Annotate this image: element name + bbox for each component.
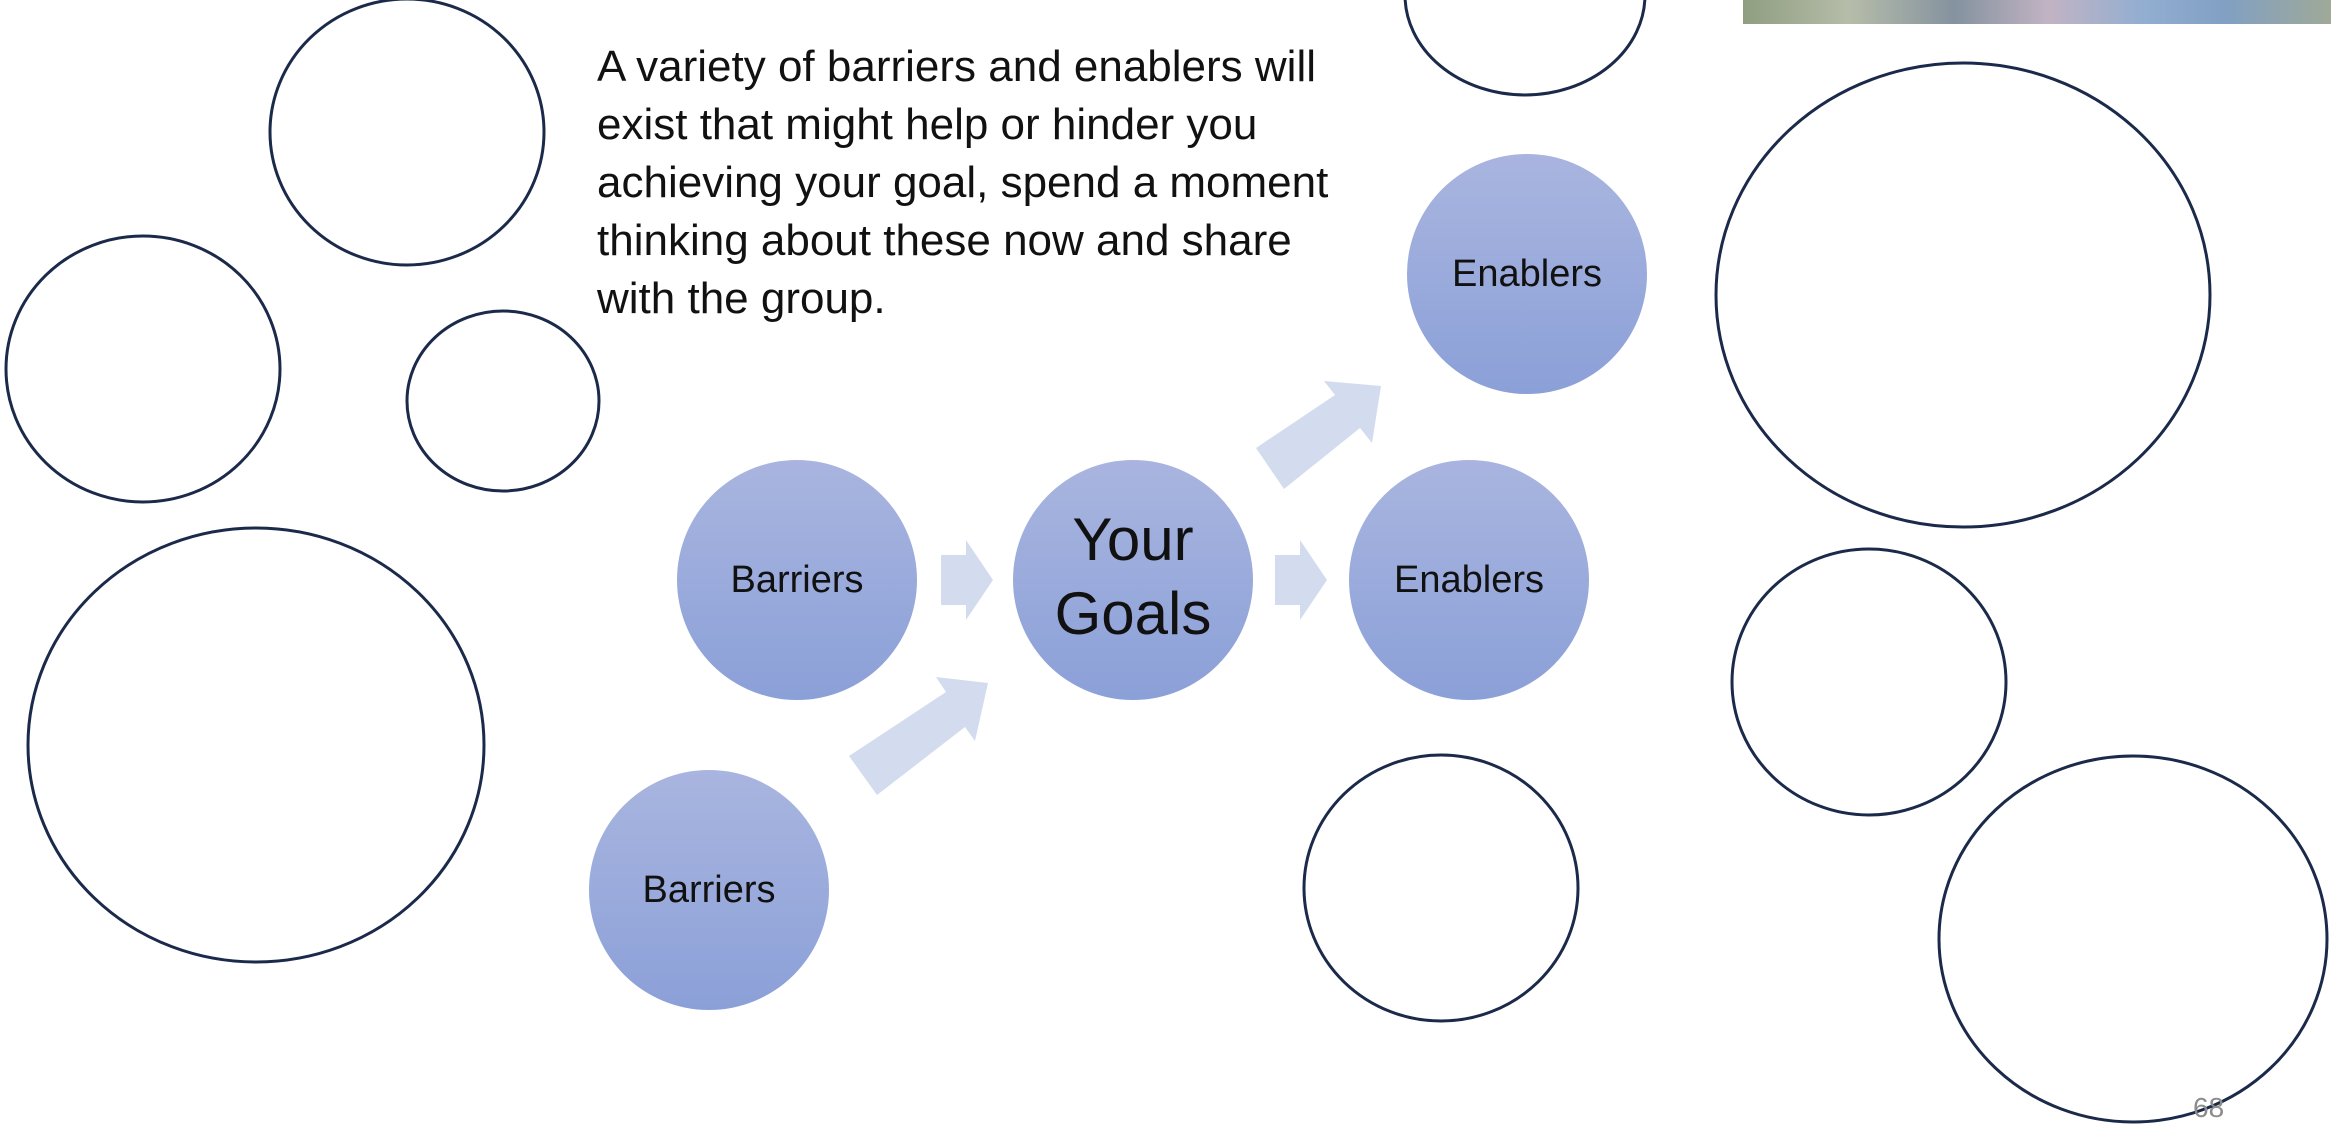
arrow-right-icon	[941, 540, 993, 620]
blank-circle	[268, 0, 546, 267]
barriers-label: Barriers	[642, 869, 775, 911]
arrow-diagonal-icon	[849, 677, 988, 795]
blank-circle	[1403, 0, 1647, 97]
blank-circle	[405, 309, 601, 493]
barriers-node	[677, 460, 917, 700]
enablers-node	[1349, 460, 1589, 700]
blank-circle	[1714, 61, 2212, 529]
blank-circle	[26, 526, 486, 964]
goals-node	[1013, 460, 1253, 700]
blank-circle	[1937, 754, 2329, 1124]
instruction-text: A variety of barriers and enablers will …	[597, 42, 1329, 323]
blank-circle	[1302, 753, 1580, 1023]
blank-circle	[4, 234, 282, 504]
arrow-right-icon	[1275, 540, 1327, 620]
blank-circle	[1730, 547, 2008, 817]
barriers-node	[589, 770, 829, 1010]
goals-label-line2: Goals	[1055, 580, 1212, 647]
enablers-node	[1407, 154, 1647, 394]
arrow-diagonal-icon	[1256, 381, 1381, 489]
photo-thumbnail	[1743, 0, 2331, 24]
enablers-label: Enablers	[1394, 559, 1544, 601]
goals-label-line1: Your	[1072, 506, 1193, 573]
enablers-label: Enablers	[1452, 253, 1602, 295]
barriers-label: Barriers	[730, 559, 863, 601]
page-number: 68	[2193, 1092, 2225, 1123]
